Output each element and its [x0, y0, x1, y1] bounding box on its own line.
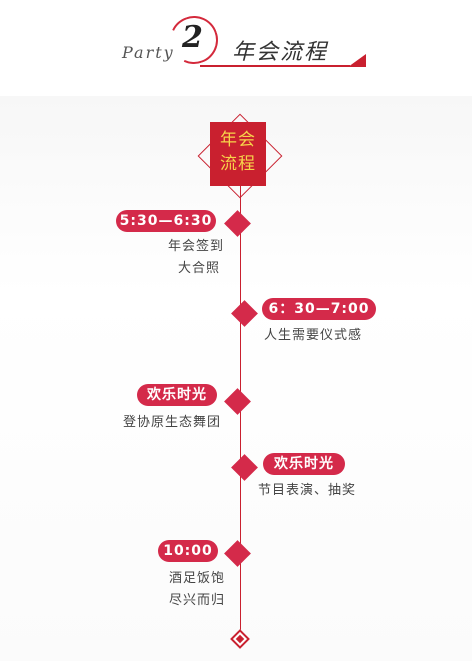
event-4-description: 节目表演、抽奖 [258, 480, 356, 502]
event-3-line-1: 登协原生态舞团 [123, 415, 222, 430]
event-1-line-2: 大合照 [178, 261, 221, 276]
title-underline [200, 65, 350, 67]
content-background [0, 96, 472, 661]
event-5-line-1: 酒足饭饱 [169, 571, 226, 586]
event-5-time: 10:00 [158, 540, 218, 562]
event-2-description: 人生需要仪式感 [264, 325, 362, 347]
event-1-line-1: 年会签到 [168, 239, 225, 254]
underline-arrow-icon [348, 54, 366, 67]
event-4-line-1: 节目表演、抽奖 [258, 483, 357, 498]
event-5-description: 酒足饭饱 尽兴而归 [169, 568, 225, 612]
section-number: 2 [182, 20, 203, 55]
event-1-description: 年会签到 大合照 [168, 236, 224, 280]
party-label: Party [122, 43, 175, 62]
timeline-badge: 年会 流程 [196, 112, 286, 202]
event-2-line-1: 人生需要仪式感 [264, 328, 363, 343]
event-3-description: 登协原生态舞团 [123, 412, 221, 434]
event-3-time: 欢乐时光 [137, 384, 217, 406]
event-2-time: 6：30—7:00 [262, 298, 376, 320]
badge-line-2: 流程 [220, 154, 256, 174]
event-1-time: 5:30—6:30 [116, 210, 216, 232]
section-header: Party 2 年会流程 [0, 0, 472, 96]
badge-box: 年会 流程 [210, 122, 266, 186]
event-4-time: 欢乐时光 [263, 453, 345, 475]
section-title: 年会流程 [232, 40, 329, 65]
badge-line-1: 年会 [220, 130, 256, 150]
event-5-line-2: 尽兴而归 [169, 593, 226, 608]
